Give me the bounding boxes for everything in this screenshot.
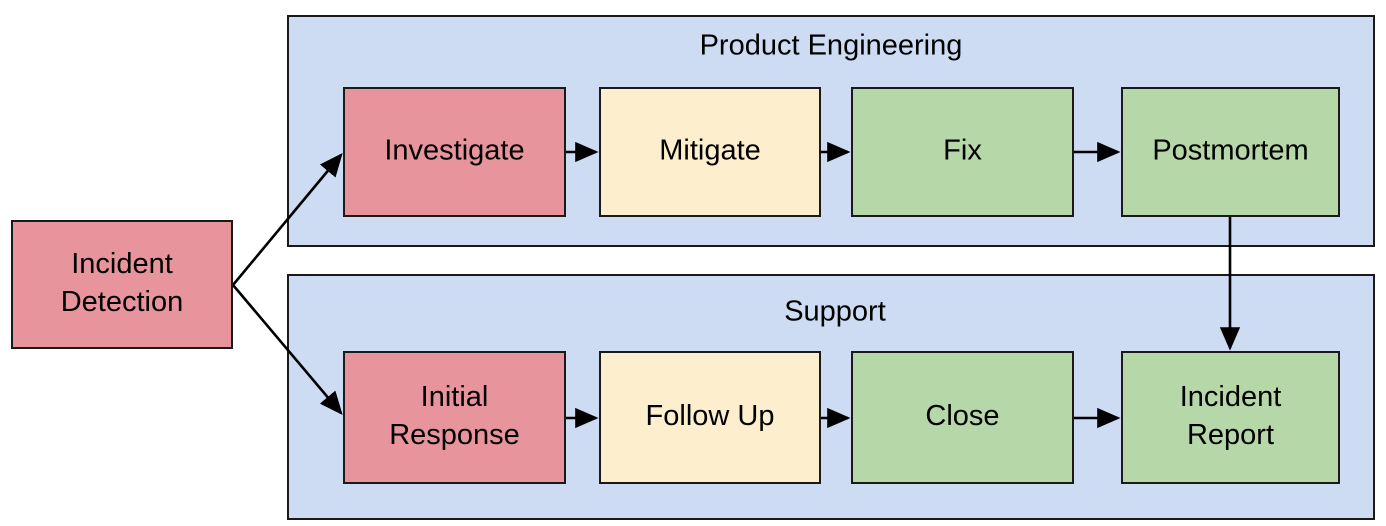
node-label-incident-detection: Detection bbox=[61, 286, 184, 318]
node-label-investigate: Investigate bbox=[384, 135, 524, 167]
node-label-follow-up: Follow Up bbox=[646, 400, 775, 432]
node-label-initial-response: Initial bbox=[421, 381, 489, 413]
edge-detection-to-initial-response bbox=[232, 284, 343, 415]
edge-connectors bbox=[232, 141, 1241, 429]
node-follow-up[interactable]: Follow Up bbox=[599, 351, 821, 484]
node-background-fix[interactable] bbox=[851, 87, 1074, 217]
swimlane-title-product-engineering: Product Engineering bbox=[700, 30, 963, 62]
node-background-incident-report[interactable] bbox=[1121, 351, 1340, 484]
node-background-postmortem[interactable] bbox=[1121, 87, 1340, 217]
node-postmortem[interactable]: Postmortem bbox=[1121, 87, 1340, 217]
node-label-incident-report: Incident bbox=[1180, 381, 1282, 413]
node-background-mitigate[interactable] bbox=[599, 87, 821, 217]
node-label-incident-detection: Incident bbox=[71, 248, 173, 280]
swimlane-title-support: Support bbox=[784, 296, 886, 328]
node-background-incident-detection[interactable] bbox=[11, 220, 233, 349]
edge-detection-to-investigate bbox=[232, 153, 343, 286]
node-label-initial-response: Response bbox=[389, 419, 520, 451]
node-label-close: Close bbox=[925, 400, 999, 432]
node-background-initial-response[interactable] bbox=[343, 351, 566, 484]
node-background-investigate[interactable] bbox=[343, 87, 566, 217]
node-background-follow-up[interactable] bbox=[599, 351, 821, 484]
node-close[interactable]: Close bbox=[851, 351, 1074, 484]
node-fix[interactable]: Fix bbox=[851, 87, 1074, 217]
node-label-fix: Fix bbox=[943, 135, 982, 167]
node-label-mitigate: Mitigate bbox=[659, 135, 761, 167]
node-label-postmortem: Postmortem bbox=[1152, 135, 1308, 167]
node-mitigate[interactable]: Mitigate bbox=[599, 87, 821, 217]
node-label-incident-report: Report bbox=[1187, 419, 1274, 451]
node-background-close[interactable] bbox=[851, 351, 1074, 484]
node-investigate[interactable]: Investigate bbox=[343, 87, 566, 217]
